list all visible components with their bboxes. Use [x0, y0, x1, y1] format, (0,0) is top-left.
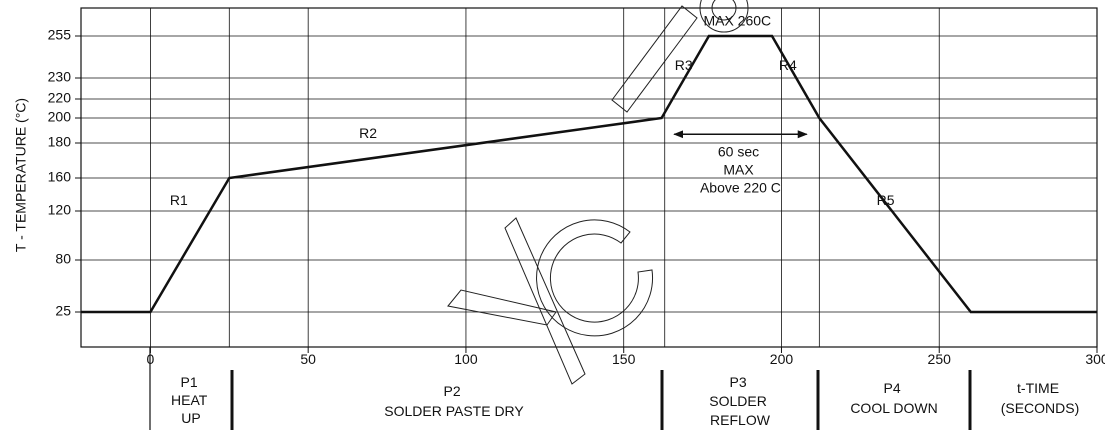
x-tick-label-3: 150 — [612, 351, 636, 367]
annotation-1: R2 — [359, 125, 377, 141]
y-axis-label: T - TEMPERATURE (°C) — [13, 98, 29, 252]
y-tick-label-3: 160 — [48, 169, 72, 185]
x-axis-ticks: 050100150200250300 — [147, 347, 1105, 367]
annotation-3: R4 — [779, 57, 797, 73]
watermark-stroke-c — [536, 219, 654, 337]
watermark — [447, 0, 749, 385]
phase-p2: P2 SOLDER PASTE DRY — [384, 383, 524, 419]
y-tick-label-0: 25 — [55, 303, 71, 319]
x-tick-label-6: 300 — [1085, 351, 1105, 367]
phase-p1: P1 HEAT UP — [171, 374, 211, 426]
x-tick-label-1: 50 — [300, 351, 316, 367]
y-tick-label-4: 180 — [48, 134, 72, 150]
x-tick-label-5: 250 — [928, 351, 952, 367]
y-tick-label-1: 80 — [55, 251, 71, 267]
temperature-profile-line — [81, 34, 1097, 314]
phase-p3: P3 SOLDER REFLOW — [709, 374, 770, 428]
phase-dividers — [149, 347, 972, 430]
annotation-0: R1 — [170, 192, 188, 208]
phase-p4: P4 COOL DOWN — [850, 380, 937, 416]
watermark-stroke-y-arm — [447, 289, 557, 326]
annotation-2: R3 — [675, 57, 693, 73]
y-tick-label-6: 220 — [48, 90, 72, 106]
x-tick-label-4: 200 — [770, 351, 794, 367]
y-tick-label-7: 230 — [48, 69, 72, 85]
y-tick-label-8: 255 — [48, 27, 72, 43]
grid-lines — [81, 8, 1097, 347]
watermark-stroke-o — [699, 0, 749, 33]
annotation-4: R5 — [877, 192, 895, 208]
watermark-stroke-slash — [611, 5, 698, 113]
dimension-60sec: 60 sec MAX Above 220 C — [673, 130, 808, 195]
y-tick-label-5: 200 — [48, 109, 72, 125]
y-tick-label-2: 120 — [48, 202, 72, 218]
dimension-label: 60 sec MAX Above 220 C — [700, 143, 781, 195]
x-tick-label-2: 100 — [454, 351, 478, 367]
annotation-5: MAX 260C — [703, 12, 771, 28]
watermark-stroke-y-stem — [504, 217, 586, 385]
phase-labels: P1 HEAT UP P2 SOLDER PASTE DRY P3 SOLDER… — [171, 374, 1079, 428]
phase-time-label: t-TIME (SECONDS) — [1001, 380, 1080, 416]
y-axis-ticks: 25 80 120 160 180 200 220 230 255 — [48, 27, 81, 319]
